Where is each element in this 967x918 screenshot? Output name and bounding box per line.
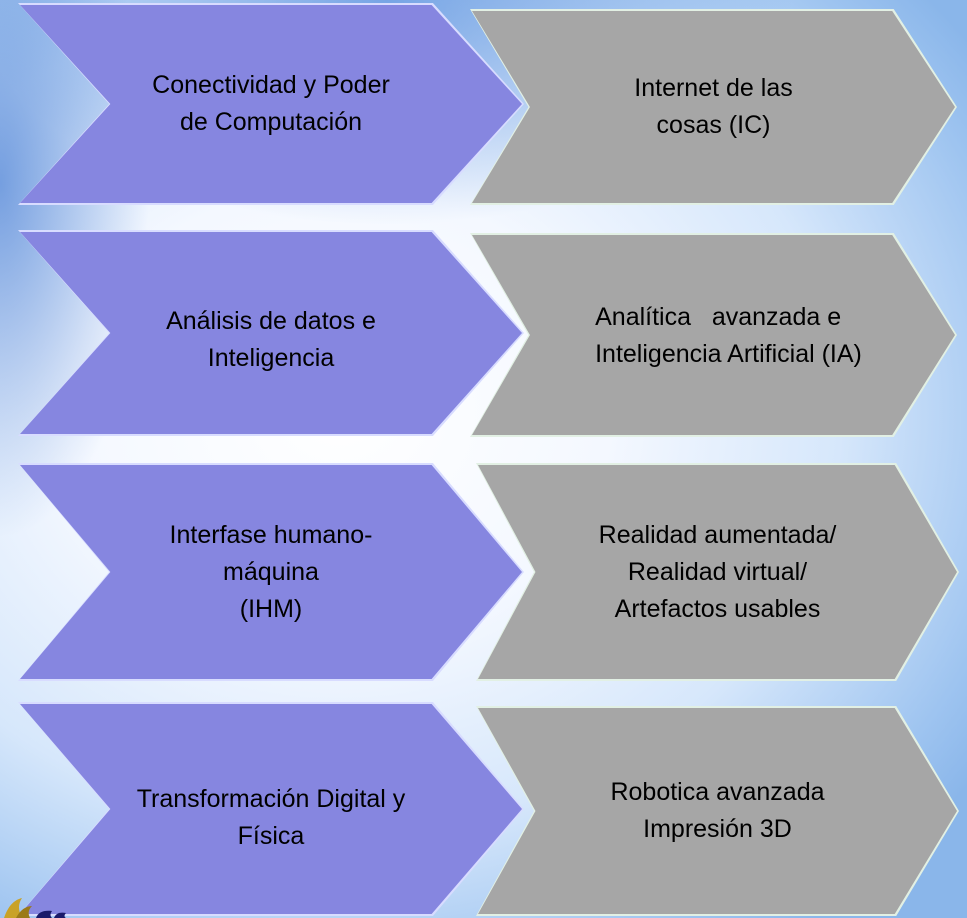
technology-label-4: Robotica avanzada Impresión 3D: [610, 778, 825, 843]
technology-chevron-4: Robotica avanzada Impresión 3D: [478, 708, 957, 914]
category-chevron-1: Conectividad y Poder de Computación: [20, 5, 522, 203]
category-chevron-3: Interfase humano- máquina (IHM): [20, 465, 522, 679]
category-label-2: Análisis de datos e Inteligencia: [166, 307, 376, 372]
technology-chevron-2: Analítica avanzada e Inteligencia Artifi…: [472, 235, 955, 435]
category-chevron-2: Análisis de datos e Inteligencia: [20, 232, 522, 434]
technology-chevron-1: Internet de las cosas (IC): [472, 11, 955, 203]
category-label-1: Conectividad y Poder de Computación: [152, 71, 390, 136]
category-label-4: Transformación Digital y Física: [136, 785, 406, 850]
technology-chevron-3: Realidad aumentada/ Realidad virtual/ Ar…: [478, 465, 957, 679]
logo-emblem: [4, 898, 66, 918]
technology-label-3: Realidad aumentada/ Realidad virtual/ Ar…: [598, 520, 837, 623]
technology-label-1: Internet de las cosas (IC): [634, 74, 793, 139]
category-label-3: Interfase humano- máquina (IHM): [169, 520, 373, 623]
technology-label-2: Analítica avanzada e Inteligencia Artifi…: [595, 303, 862, 368]
